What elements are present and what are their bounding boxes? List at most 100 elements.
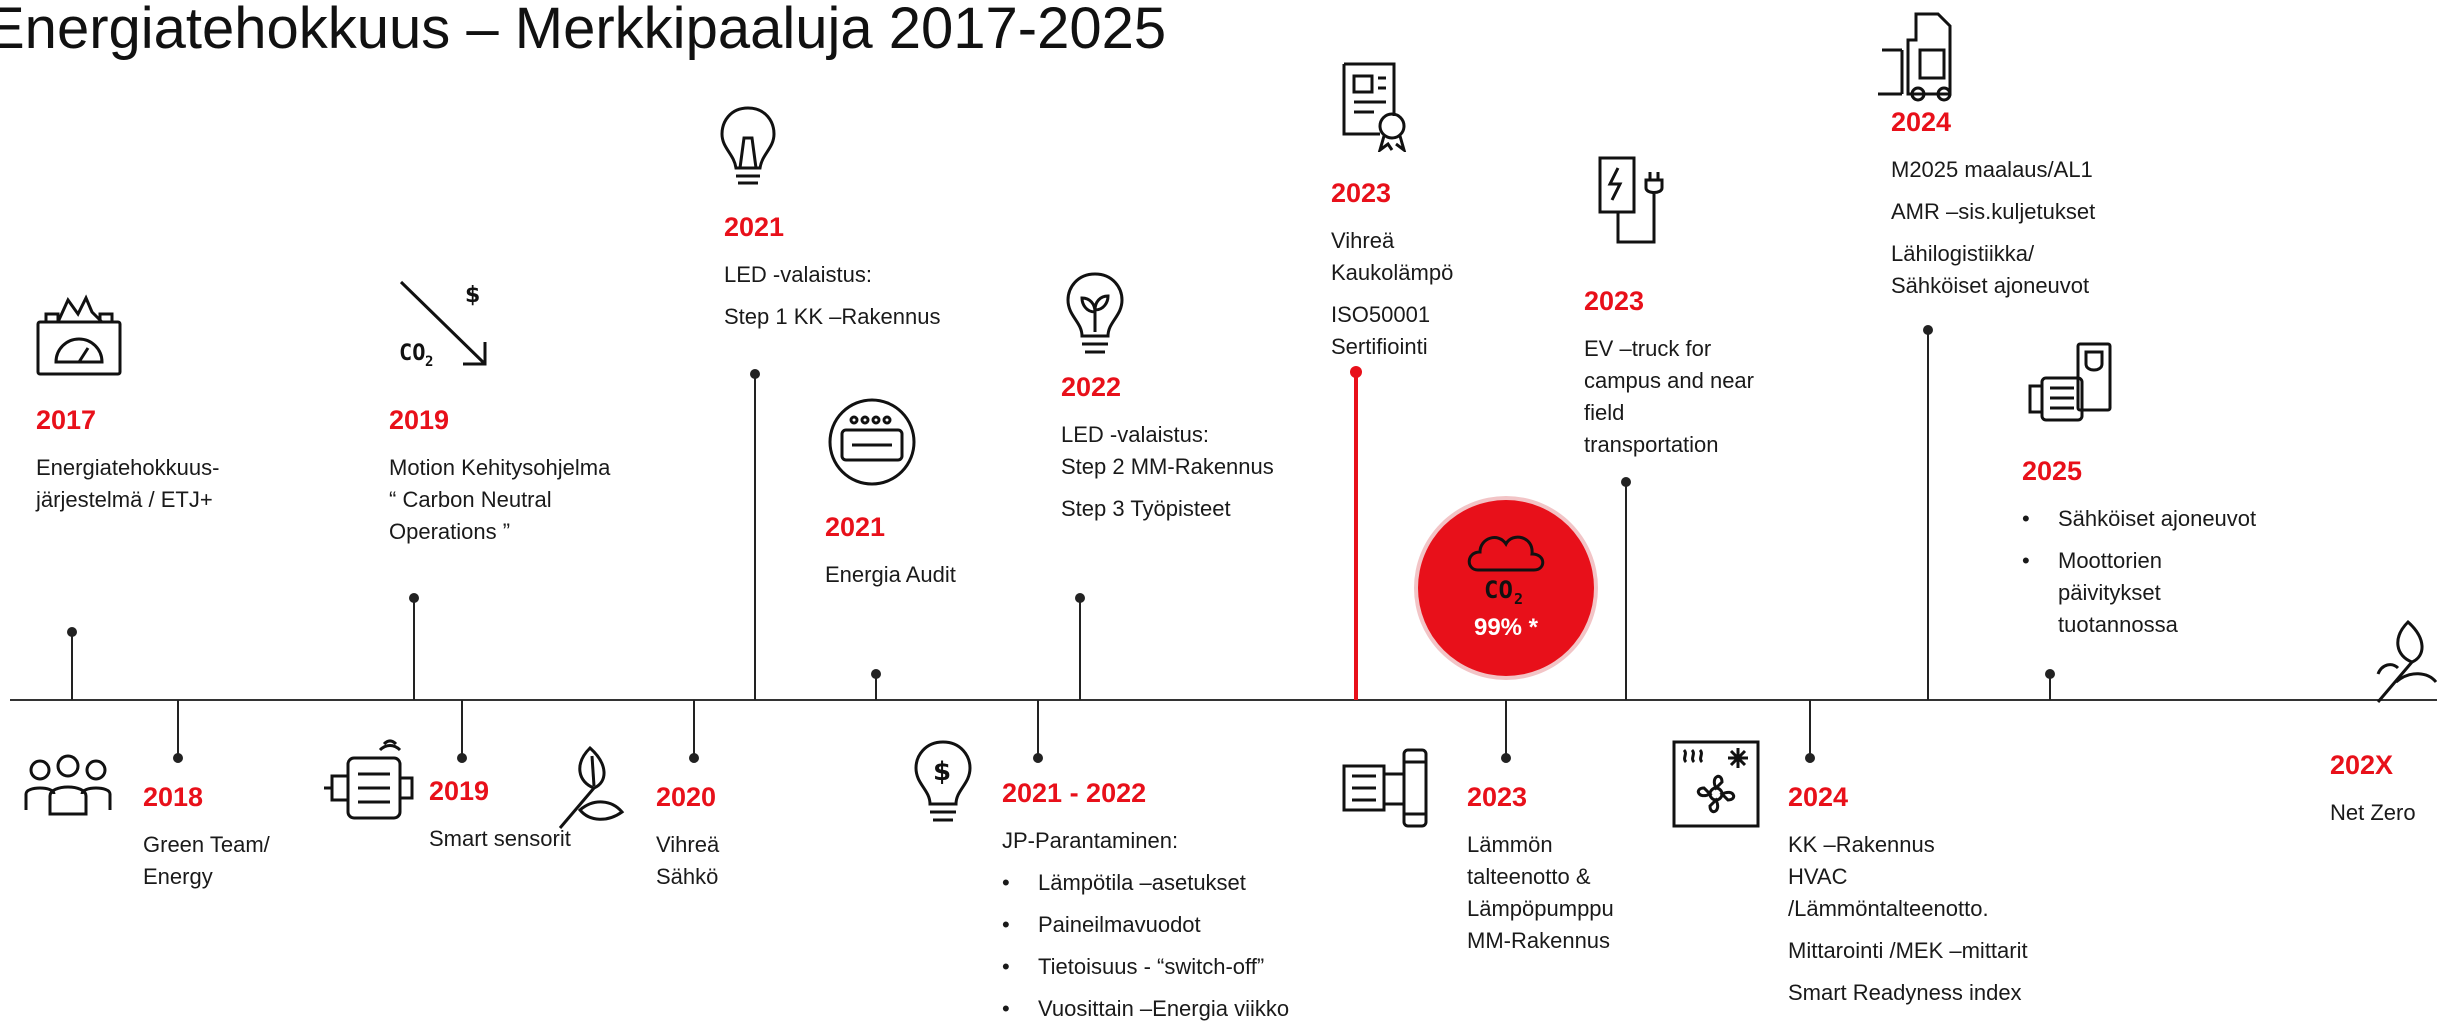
page-title: Energiatehokkuus – Merkkipaaluja 2017-20… [0, 0, 1167, 61]
co2-cloud-icon: CO 2 [1467, 535, 1545, 608]
milestone-text: Operations ” [389, 519, 511, 544]
svg-text:$: $ [465, 283, 480, 308]
ev-charger-icon [1596, 154, 1668, 251]
heat-pump-icon [1340, 742, 1432, 839]
co2-reduction-icon: $ CO 2 [395, 278, 495, 375]
milestone-2021-audit: 2021 Energia Audit [825, 512, 956, 591]
milestone-text: Lämmön [1467, 832, 1553, 857]
milestone-text: MM-Rakennus [1467, 928, 1611, 953]
milestone-text: päivitykset [2058, 580, 2161, 605]
milestone-bullet: Sähköiset ajoneuvot [2022, 503, 2256, 535]
milestone-text: Smart sensorit [429, 826, 571, 851]
milestone-text: LED -valaistus: [724, 262, 872, 287]
milestone-2024-logistics: 2024 M2025 maalaus/AL1 AMR –sis.kuljetuk… [1891, 107, 2095, 302]
milestone-bullet: Paineilmavuodot [1002, 909, 1289, 941]
milestone-year: 2023 [1467, 782, 1528, 812]
milestone-2021-2022: 2021 - 2022 JP-Parantaminen: Lämpötila –… [1002, 778, 1289, 1035]
smart-motor-icon [322, 738, 418, 835]
milestone-text: Sähköiset ajoneuvot [1891, 273, 2090, 298]
milestone-text: /Lämmöntalteenotto. [1788, 896, 1989, 921]
co2-badge: CO 2 99% * [1418, 500, 1594, 676]
milestone-text: Lähilogistiikka/ [1891, 241, 2035, 266]
milestone-year: 2022 [1061, 372, 1122, 402]
eco-bulb-icon [1064, 270, 1126, 365]
milestone-2025: 2025 Sähköiset ajoneuvot Moottorien päiv… [2022, 456, 2256, 641]
milestone-text: transportation [1584, 432, 1719, 457]
milestone-text: Step 3 Työpisteet [1061, 496, 1231, 521]
milestone-year: 2024 [1788, 782, 1849, 812]
svg-text:2: 2 [425, 354, 433, 370]
milestone-text: talteenotto & [1467, 864, 1591, 889]
milestone-bullet: Lämpötila –asetukset [1002, 867, 1289, 899]
milestone-year: 2021 [825, 512, 886, 542]
milestone-2020: 2020 Vihreä Sähkö [656, 782, 719, 893]
milestone-2023-heat: 2023 Lämmön talteenotto & Lämpöpumppu MM… [1467, 782, 1614, 957]
milestone-2019-above: 2019 Motion Kehitysohjelma “ Carbon Neut… [389, 405, 610, 548]
milestone-text: Smart Readyness index [1788, 980, 2022, 1005]
milestone-text: “ Carbon Neutral [389, 487, 552, 512]
milestone-text: Energia Audit [825, 562, 956, 587]
svg-text:CO: CO [1484, 576, 1513, 604]
milestone-text: Step 2 MM-Rakennus [1061, 454, 1274, 479]
milestone-text: Kaukolämpö [1331, 260, 1454, 285]
milestone-text: LED -valaistus: [1061, 422, 1209, 447]
milestone-text: Sertifiointi [1331, 334, 1428, 359]
milestone-text: Energiatehokkuus- [36, 455, 220, 480]
milestone-text: Motion Kehitysohjelma [389, 455, 611, 480]
milestone-text: Vihreä [656, 832, 720, 857]
milestone-year: 202X [2330, 750, 2394, 780]
svg-text:$: $ [933, 757, 951, 787]
milestone-text: KK –Rakennus [1788, 832, 1935, 857]
net-zero-leaf-icon [2372, 616, 2437, 713]
milestone-text: M2025 maalaus/AL1 [1891, 157, 2093, 182]
milestone-year: 2017 [36, 405, 97, 435]
milestone-year: 2021 [724, 212, 785, 242]
forklift-icon [1872, 10, 1964, 107]
cost-bulb-icon: $ [912, 738, 974, 835]
milestone-year: 2019 [429, 776, 490, 806]
milestone-bullet: Tietoisuus - “switch-off” [1002, 951, 1289, 983]
energy-meter-icon [34, 292, 124, 387]
milestone-text: Mittarointi /MEK –mittarit [1788, 938, 2028, 963]
milestone-2019-below: 2019 Smart sensorit [429, 776, 571, 855]
milestone-2017: 2017 Energiatehokkuus- järjestelmä / ETJ… [36, 405, 219, 516]
milestone-text: ISO50001 [1331, 302, 1431, 327]
milestone-year: 2023 [1331, 178, 1392, 208]
milestone-2023-certification: 2023 Vihreä Kaukolämpö ISO50001 Sertifio… [1331, 178, 1453, 363]
milestone-year: 2024 [1891, 107, 1952, 137]
milestone-text: Lämpöpumppu [1467, 896, 1614, 921]
milestone-text: Step 1 KK –Rakennus [724, 304, 941, 329]
milestone-2022: 2022 LED -valaistus: Step 2 MM-Rakennus … [1061, 372, 1274, 525]
milestone-text: Vihreä [1331, 228, 1395, 253]
motor-drive-icon [2024, 340, 2116, 433]
milestone-year: 2019 [389, 405, 450, 435]
milestone-text: Green Team/ [143, 832, 270, 857]
milestone-2024-hvac: 2024 KK –Rakennus HVAC /Lämmöntalteenott… [1788, 782, 2028, 1009]
leaf-icon [554, 742, 628, 839]
milestone-bullet: Vuosittain –Energia viikko [1002, 993, 1289, 1025]
milestone-text: HVAC [1788, 864, 1848, 889]
milestone-text: Energy [143, 864, 213, 889]
team-icon [22, 752, 114, 823]
milestone-text: Sähkö [656, 864, 719, 889]
milestone-2018: 2018 Green Team/ Energy [143, 782, 270, 893]
milestone-2021-led: 2021 LED -valaistus: Step 1 KK –Rakennus [724, 212, 940, 333]
lightbulb-icon [718, 104, 778, 195]
milestone-202x: 202X Net Zero [2330, 750, 2416, 829]
milestone-year: 2025 [2022, 456, 2083, 486]
milestone-text: Net Zero [2330, 800, 2416, 825]
milestone-bullet: Moottorien [2022, 545, 2256, 577]
milestone-text: tuotannossa [2058, 612, 2178, 637]
hvac-icon [1670, 738, 1762, 835]
milestone-text: JP-Parantaminen: [1002, 828, 1179, 853]
milestone-2023-ev: 2023 EV –truck for campus and near field… [1584, 286, 1754, 461]
milestone-year: 2023 [1584, 286, 1645, 316]
milestone-year: 2018 [143, 782, 204, 812]
milestone-text: EV –truck for [1584, 336, 1712, 361]
svg-text:2: 2 [1514, 590, 1523, 608]
milestone-year: 2020 [656, 782, 717, 812]
milestone-year: 2021 - 2022 [1002, 778, 1147, 808]
certificate-icon [1340, 60, 1412, 157]
